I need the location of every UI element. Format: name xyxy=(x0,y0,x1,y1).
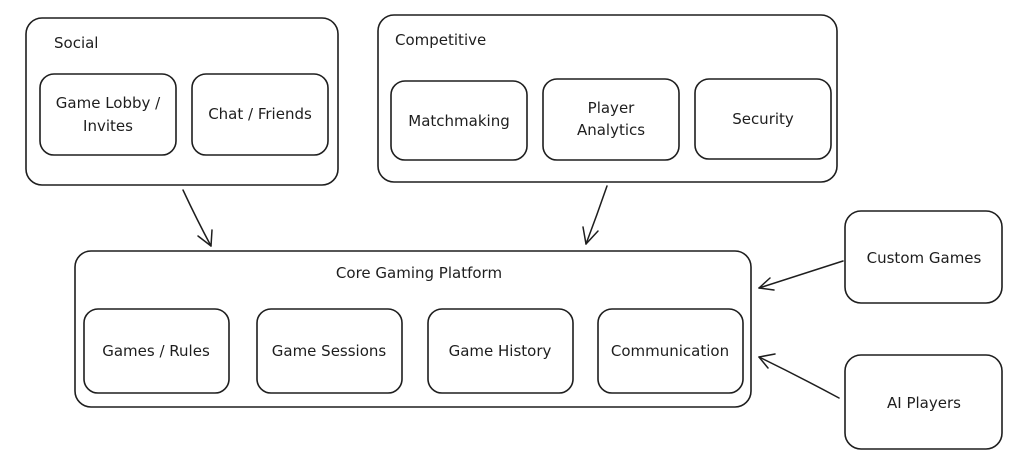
arrow-social-to-core xyxy=(182,189,213,247)
node-game-lobby-invites-line1: Game Lobby / xyxy=(56,94,161,112)
node-game-history: Game History xyxy=(427,308,574,394)
node-chat-friends-label: Chat / Friends xyxy=(208,105,312,123)
node-games-rules: Games / Rules xyxy=(83,308,230,394)
node-game-sessions: Game Sessions xyxy=(256,308,403,394)
node-communication: Communication xyxy=(597,308,744,394)
node-security: Security xyxy=(694,78,832,160)
core-platform-group: Core Gaming Platform Games / Rules Game … xyxy=(74,250,752,408)
arrow-ai-players-to-core xyxy=(758,353,840,399)
node-communication-label: Communication xyxy=(611,342,729,360)
arrow-competitive-to-core xyxy=(582,185,608,245)
social-group-title: Social xyxy=(54,34,98,52)
node-player-analytics-line2: Analytics xyxy=(577,121,645,139)
node-custom-games-label: Custom Games xyxy=(867,249,982,267)
node-ai-players: AI Players xyxy=(844,354,1003,450)
node-security-label: Security xyxy=(732,110,794,128)
node-games-rules-label: Games / Rules xyxy=(102,342,210,360)
node-player-analytics-line1: Player xyxy=(588,99,636,117)
social-group: Social Game Lobby / Invites Chat / Frien… xyxy=(25,17,339,186)
node-game-lobby-invites: Game Lobby / Invites xyxy=(39,73,177,156)
node-game-sessions-label: Game Sessions xyxy=(272,342,387,360)
node-custom-games: Custom Games xyxy=(844,210,1003,304)
competitive-group: Competitive Matchmaking Player Analytics… xyxy=(377,14,838,183)
arrow-custom-games-to-core xyxy=(758,260,844,291)
node-game-lobby-invites-line2: Invites xyxy=(83,117,133,135)
node-player-analytics: Player Analytics xyxy=(542,78,680,161)
node-ai-players-label: AI Players xyxy=(887,394,961,412)
node-matchmaking-label: Matchmaking xyxy=(408,112,509,130)
node-chat-friends: Chat / Friends xyxy=(191,73,329,156)
node-game-history-label: Game History xyxy=(449,342,552,360)
competitive-group-title: Competitive xyxy=(395,31,486,49)
node-matchmaking: Matchmaking xyxy=(390,80,528,161)
core-platform-group-title: Core Gaming Platform xyxy=(336,264,502,282)
